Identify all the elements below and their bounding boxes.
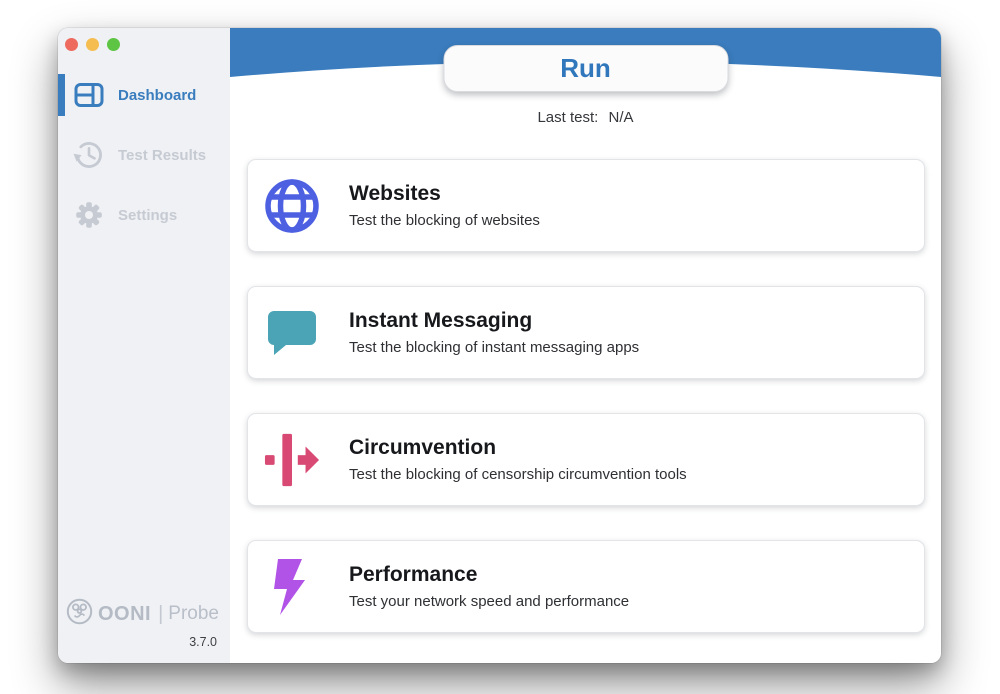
window-controls (58, 28, 230, 51)
card-description: Test the blocking of instant messaging a… (349, 339, 640, 356)
history-icon (73, 139, 105, 171)
card-text: Circumvention Test the blocking of censo… (349, 436, 687, 483)
sidebar-footer: OONI | Probe 3.7.0 (66, 598, 219, 649)
last-test-value: N/A (608, 109, 634, 126)
card-text: Websites Test the blocking of websites (349, 182, 540, 229)
ooni-probe-logo: OONI | Probe (66, 598, 219, 630)
logo-product-text: Probe (168, 603, 219, 624)
zoom-window-button[interactable] (107, 38, 120, 51)
card-text: Performance Test your network speed and … (349, 563, 629, 610)
sidebar-item-dashboard[interactable]: Dashboard (58, 73, 230, 117)
card-circumvention[interactable]: Circumvention Test the blocking of censo… (247, 413, 925, 506)
sidebar-item-settings[interactable]: Settings (58, 193, 230, 237)
card-performance[interactable]: Performance Test your network speed and … (247, 540, 925, 633)
card-description: Test the blocking of websites (349, 212, 540, 229)
app-version: 3.7.0 (189, 635, 217, 649)
globe-icon (264, 178, 320, 234)
ooni-logo-mark-icon (66, 598, 93, 630)
sidebar: Dashboard Test Results (58, 28, 230, 663)
card-description: Test your network speed and performance (349, 593, 630, 610)
app-window: Dashboard Test Results (58, 28, 941, 663)
sidebar-item-label: Test Results (118, 146, 207, 164)
logo-brand-text: OONI (97, 602, 152, 625)
last-test-label: Last test: (537, 109, 599, 126)
main-content: Run Last test: N/A Websites Test the (230, 28, 941, 663)
run-button-label: Run (560, 53, 611, 83)
dashboard-icon (73, 79, 105, 111)
sidebar-item-label: Settings (118, 206, 178, 224)
card-title: Websites (349, 182, 441, 205)
test-cards: Websites Test the blocking of websites I… (230, 159, 941, 633)
close-window-button[interactable] (65, 38, 78, 51)
card-description: Test the blocking of censorship circumve… (349, 466, 687, 483)
card-text: Instant Messaging Test the blocking of i… (349, 309, 639, 356)
card-instant-messaging[interactable]: Instant Messaging Test the blocking of i… (247, 286, 925, 379)
sidebar-item-test-results[interactable]: Test Results (58, 133, 230, 177)
minimize-window-button[interactable] (86, 38, 99, 51)
card-title: Performance (349, 563, 478, 586)
active-indicator (58, 74, 65, 116)
bolt-icon (264, 558, 320, 615)
sidebar-item-label: Dashboard (118, 86, 197, 104)
last-test-status: Last test: N/A (230, 109, 941, 126)
circumvention-icon (264, 432, 320, 488)
run-button[interactable]: Run (443, 45, 728, 92)
logo-divider: | (158, 602, 164, 625)
chat-bubble-icon (264, 305, 320, 361)
card-title: Instant Messaging (349, 309, 533, 332)
sidebar-nav: Dashboard Test Results (58, 73, 230, 237)
card-title: Circumvention (349, 436, 497, 459)
gear-icon (73, 199, 105, 231)
card-websites[interactable]: Websites Test the blocking of websites (247, 159, 925, 252)
